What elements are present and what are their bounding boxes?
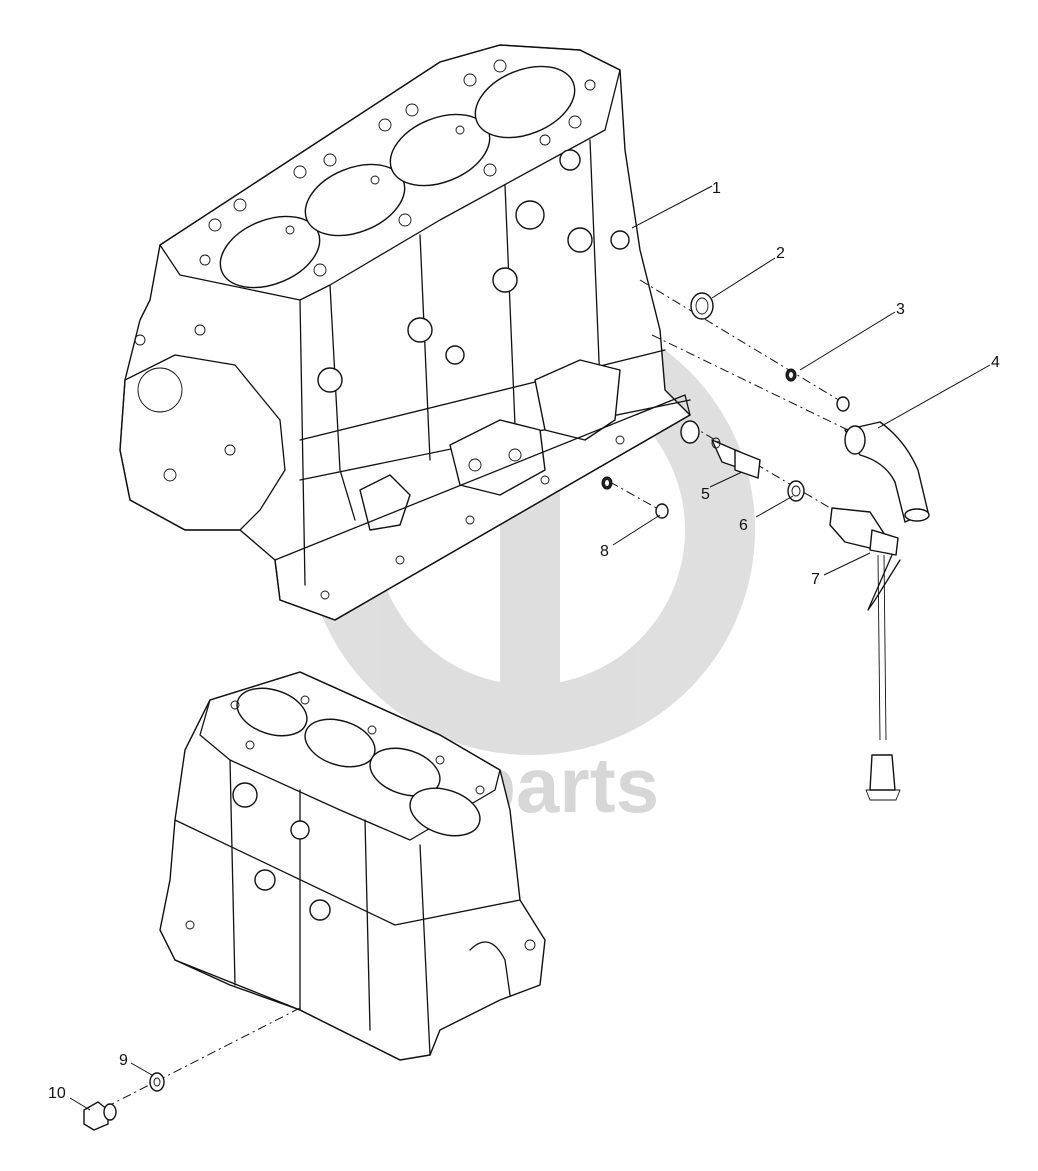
callout-7: 7 (811, 571, 820, 588)
callout-8: 8 (600, 543, 609, 560)
callout-5: 5 (701, 486, 710, 503)
callout-leader-lines (69, 185, 991, 1111)
callout-2: 2 (776, 245, 785, 262)
part-3-plug (836, 396, 850, 412)
callout-6: 6 (739, 517, 748, 534)
lower-cylinder-bores (236, 687, 481, 837)
part-7-pressure-sensor (829, 507, 901, 801)
callout-4: 4 (991, 354, 1000, 371)
cylinder-block-lower (159, 671, 546, 1061)
head-bolt-holes (199, 59, 596, 277)
callout-9: 9 (119, 1052, 128, 1069)
part-10-drain-plug (83, 1101, 117, 1131)
part-3-seal-ring (785, 368, 797, 382)
part-9-washer (149, 1072, 165, 1092)
cylinder-block-upper (119, 44, 691, 621)
part-5-adapter-fitting (680, 420, 761, 479)
callout-labels: 1 2 3 4 5 6 7 8 9 10 (48, 180, 1000, 1102)
callout-1: 1 (712, 180, 721, 197)
part-4-elbow-pipe (844, 421, 930, 523)
part-8-plug (655, 503, 669, 519)
part-8-seal-ring (601, 476, 613, 490)
cylinder-bores (219, 65, 576, 289)
callout-3: 3 (896, 301, 905, 318)
part-2-plug (690, 292, 714, 320)
assembly-axis-lines (109, 279, 853, 1106)
callout-10: 10 (48, 1085, 66, 1102)
